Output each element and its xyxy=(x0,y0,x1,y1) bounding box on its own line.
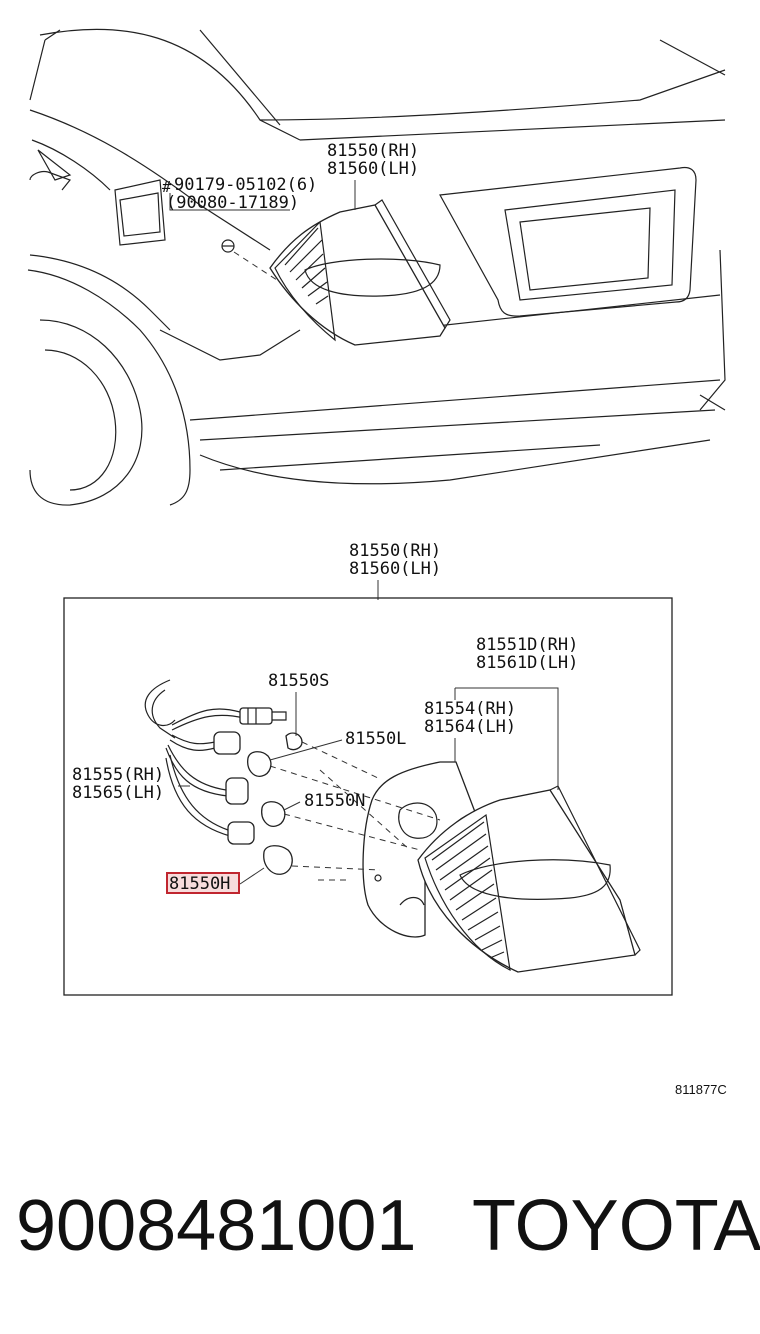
footer-part-number: 9008481001 xyxy=(16,1186,417,1266)
diagram-code: 811877C xyxy=(675,1082,727,1097)
bulb-s-label[interactable]: 81550S xyxy=(268,671,329,691)
assy-rh-label[interactable]: 81550(RH) xyxy=(349,541,441,561)
assy-lh-label[interactable]: 81560(LH) xyxy=(349,559,441,579)
car-rear-illustration xyxy=(27,28,726,506)
lens-lh-label[interactable]: 81561D(LH) xyxy=(476,653,578,673)
gasket-rh-label[interactable]: 81554(RH) xyxy=(424,699,516,719)
lens-rh-label[interactable]: 81551D(RH) xyxy=(476,635,578,655)
bulb-n-label[interactable]: 81550N xyxy=(304,791,365,811)
top-lamp-lh-label[interactable]: 81560(LH) xyxy=(327,159,419,179)
bulb-l-leader xyxy=(269,739,343,761)
gasket-lh-label[interactable]: 81564(LH) xyxy=(424,717,516,737)
lamp-assembly-exploded xyxy=(144,679,641,973)
screw-prefix-mark: # xyxy=(162,178,171,196)
bulb-n-leader xyxy=(283,801,301,811)
lens-leader xyxy=(455,687,559,790)
screw-part-label[interactable]: 90179-05102(6) xyxy=(174,175,317,195)
screw-alt-part-label[interactable]: (90080-17189) xyxy=(166,193,299,213)
socket-lh-label[interactable]: 81565(LH) xyxy=(72,783,164,803)
bulb-h-highlight xyxy=(166,872,240,894)
bulb-h-leader xyxy=(239,867,265,885)
top-lamp-rh-label[interactable]: 81550(RH) xyxy=(327,141,419,161)
bulb-h-label[interactable]: 81550H xyxy=(169,874,230,894)
detail-frame xyxy=(63,597,673,996)
bulb-l-label[interactable]: 81550L xyxy=(345,729,406,749)
footer-brand: TOYOTA xyxy=(472,1186,760,1266)
socket-rh-label[interactable]: 81555(RH) xyxy=(72,765,164,785)
